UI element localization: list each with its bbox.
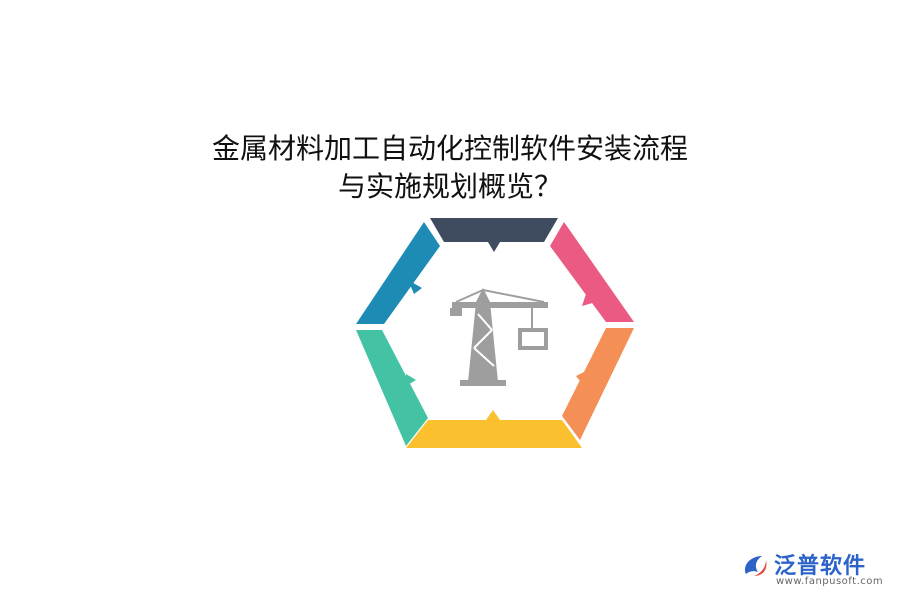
brand-logo: 泛普软件 www.fanpusoft.com bbox=[740, 544, 890, 592]
fanpu-logo-icon bbox=[744, 556, 767, 576]
title-line-2: 与实施规划概览？ bbox=[337, 170, 562, 203]
brand-url: www.fanpusoft.com bbox=[776, 576, 884, 587]
segment-top bbox=[430, 218, 558, 252]
segment-lower-right bbox=[562, 328, 634, 440]
tower-crane-icon bbox=[450, 288, 548, 386]
segment-upper-right bbox=[550, 222, 634, 322]
segment-bottom bbox=[406, 410, 582, 448]
segment-lower-left bbox=[356, 330, 428, 446]
hexagon-cycle-diagram bbox=[356, 218, 634, 448]
segment-upper-left bbox=[356, 222, 440, 324]
page-title: 金属材料加工自动化控制软件安装流程 与实施规划概览？ bbox=[0, 130, 900, 206]
brand-name: 泛普软件 bbox=[774, 554, 867, 579]
title-line-1: 金属材料加工自动化控制软件安装流程 bbox=[211, 132, 688, 165]
